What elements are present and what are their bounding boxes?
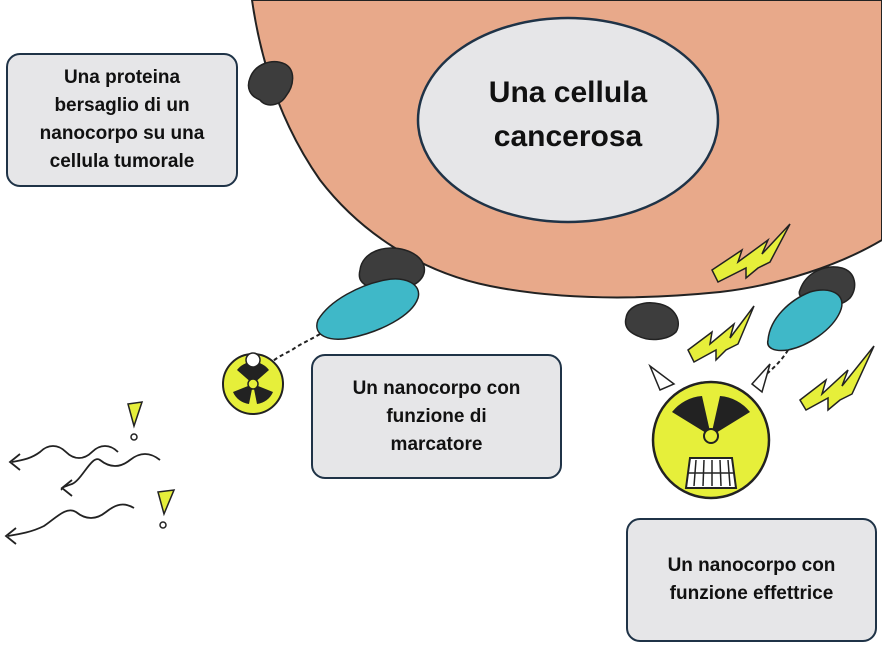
radiation-icon [233,362,273,404]
cell-title: Una cellula cancerosa [488,76,648,153]
horn-right-icon [750,363,771,394]
lightning-icon [711,223,791,284]
effector-nanobody-label: Un nanocorpo con funzione effettrice [626,518,877,642]
marker-nanobody [316,278,420,340]
target-protein-top [247,60,294,106]
wavy-arrow-icon [8,445,119,471]
exclamation-icon [157,489,176,529]
marker-nanobody-label: Un nanocorpo con funzione di marcatore [311,354,562,479]
lightning-icon [687,305,755,364]
teeth-icon [684,457,738,489]
wavy-arrow-icon [60,453,161,497]
marker-radioactive-probe [222,352,284,415]
exclamation-icon [127,401,144,441]
effector-nanobody [766,289,843,352]
radiation-icon [672,396,750,444]
effector-radioactive-probe [648,363,771,500]
wavy-arrow-icon [4,503,135,545]
target-protein-marker [358,247,426,291]
horn-left-icon [648,363,676,391]
lightning-icon [799,345,875,412]
cell-nucleus [416,16,720,224]
target-protein-free [624,302,680,341]
marker-chain [271,333,321,363]
target-protein-label: Una proteina bersaglio di un nanocorpo s… [6,53,238,187]
effector-chain [763,349,789,377]
